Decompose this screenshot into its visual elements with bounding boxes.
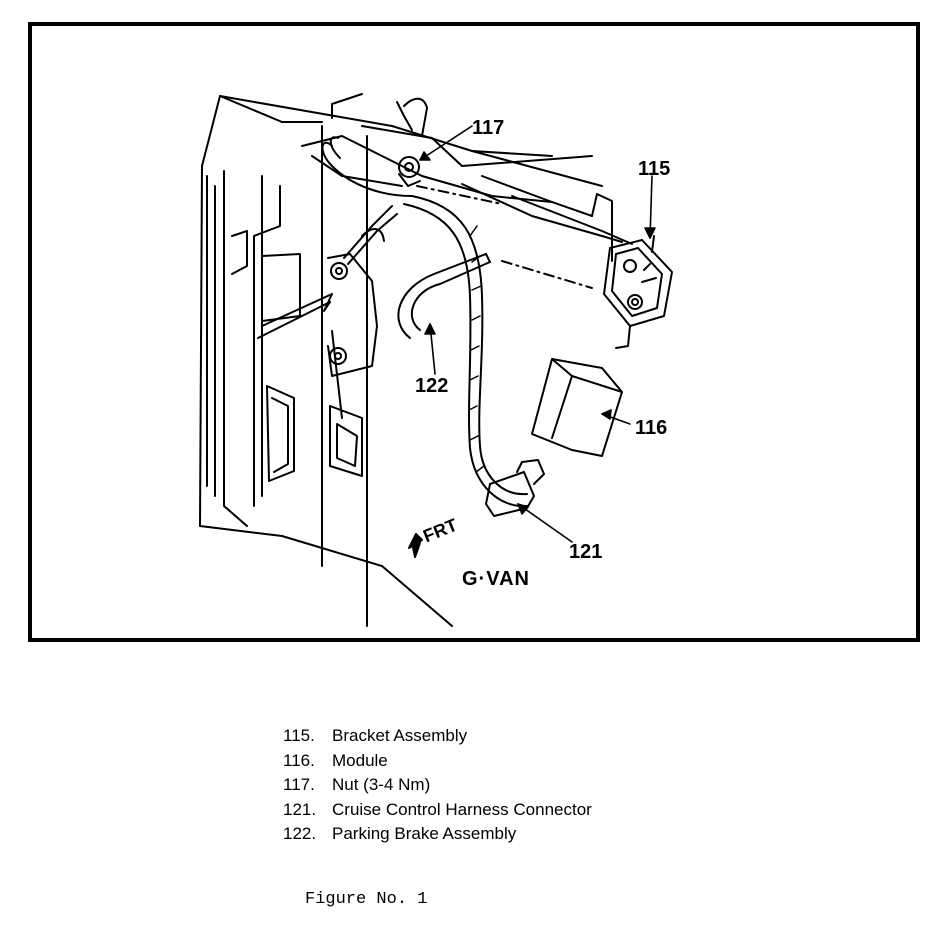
legend-item: 122. Parking Brake Assembly: [283, 822, 592, 847]
figure-frame: 117 115 122 116 121 FRT G·VAN: [28, 22, 920, 642]
figure-caption: Figure No. 1: [305, 890, 428, 909]
callout-117: 117: [472, 117, 505, 139]
front-arrow-icon: [408, 533, 423, 558]
legend-item: 121. Cruise Control Harness Connector: [283, 798, 592, 823]
legend-item: 116. Module: [283, 749, 592, 774]
vehicle-variant-label: G·VAN: [462, 568, 530, 590]
callout-122: 122: [415, 375, 449, 397]
legend-text: Parking Brake Assembly: [332, 824, 517, 843]
callout-121: 121: [569, 541, 603, 563]
harness-connector: [485, 459, 545, 517]
mounting-plate: [257, 205, 398, 377]
legend-item: 117. Nut (3-4 Nm): [283, 773, 592, 798]
legend-text: Bracket Assembly: [332, 726, 468, 745]
legend-text: Nut (3-4 Nm): [332, 775, 431, 794]
leader-lines: [419, 125, 656, 543]
callout-116: 116: [635, 417, 668, 439]
legend-number: 121.: [283, 799, 317, 819]
callout-115: 115: [638, 158, 671, 180]
parking-brake-rod: [397, 253, 491, 339]
legend-number: 117.: [283, 775, 315, 794]
cruise-module-installation-drawing: [199, 93, 673, 627]
legend-number: 116.: [283, 750, 315, 770]
harness-cable: [321, 136, 528, 508]
legend-text: Module: [332, 750, 388, 770]
legend-number: 115.: [283, 726, 315, 745]
parts-legend: 115. Bracket Assembly 116. Module 117. Nut …: [283, 724, 592, 847]
mounting-nut: [398, 156, 421, 187]
legend-text: Cruise Control Harness Connector: [332, 799, 592, 819]
legend-number: 122.: [283, 824, 317, 843]
legend-item: 115. Bracket Assembly: [283, 724, 592, 749]
upper-structure: [219, 93, 633, 289]
control-module: [531, 358, 623, 457]
bracket-assembly: [603, 235, 673, 349]
